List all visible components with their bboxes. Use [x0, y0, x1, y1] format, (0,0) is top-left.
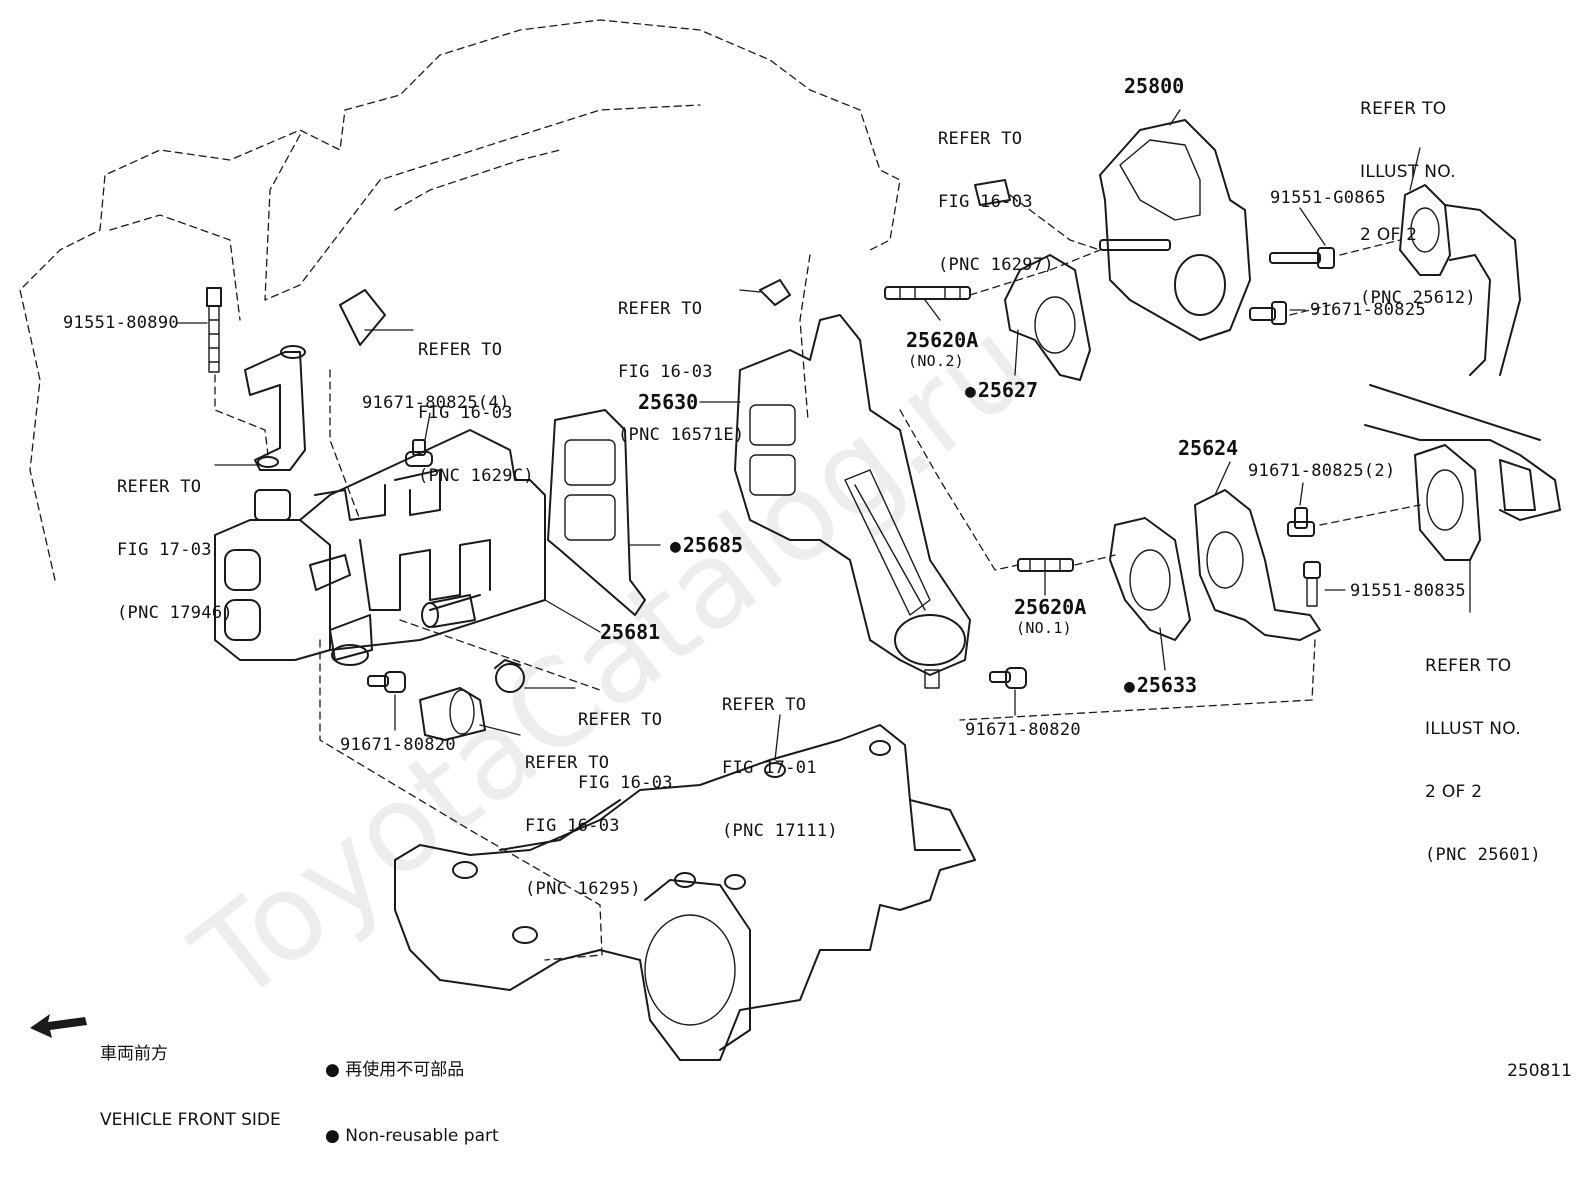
callout-line: REFER TO: [117, 477, 202, 497]
bolt-91551-80890: [206, 287, 222, 373]
tube-16571e: [759, 279, 791, 306]
part-label-25624[interactable]: 25624: [1178, 436, 1239, 460]
callout-25601: REFER TO ILLUST NO. 2 OF 2 (PNC 25601): [1425, 614, 1541, 908]
callout-25612: REFER TO ILLUST NO. 2 OF 2 (PNC 25612): [1360, 57, 1476, 351]
callout-line: REFER TO: [1360, 99, 1447, 119]
assembly-guide-lines: [319, 194, 1421, 961]
callout-line: FIG 16-03: [418, 403, 513, 423]
callout-line: REFER TO: [938, 129, 1023, 149]
egr-pipe-25630: [734, 314, 971, 689]
part-label-91671-80825-2[interactable]: 91671-80825(2): [1248, 461, 1396, 481]
callout-line: ILLUST NO.: [1360, 162, 1456, 182]
part-label-25685[interactable]: 25685: [670, 533, 743, 559]
callout-16295: REFER TO FIG 16-03 (PNC 16295): [525, 711, 641, 942]
front-arrow-icon: [30, 1014, 87, 1038]
part-label-25620a-no1[interactable]: 25620A: [1014, 595, 1087, 619]
legend-direction-en: VEHICLE FRONT SIDE: [100, 1110, 281, 1130]
callout-line: (PNC 17946): [117, 603, 233, 623]
gasket-25633: [1109, 517, 1191, 641]
callout-line: REFER TO: [525, 753, 610, 773]
legend-nonreusable-jp: 再使用不可部品: [345, 1060, 465, 1080]
pipe-flange-25612: [1399, 184, 1521, 376]
bolt-91671-80820-b: [989, 667, 1027, 689]
flange-25624: [1194, 489, 1321, 641]
legend-direction: 車両前方 VEHICLE FRONT SIDE: [100, 999, 281, 1175]
tube-16297: [974, 179, 1011, 206]
engine-block-outline: [19, 19, 901, 581]
gasket-25627: [1004, 254, 1091, 381]
callout-line: FIG 16-03: [938, 192, 1033, 212]
callout-line: (PNC 16571E): [618, 425, 745, 445]
part-label-91551-80835[interactable]: 91551-80835: [1350, 581, 1466, 601]
egr-valve-25800: [1099, 119, 1251, 341]
callout-line: 2 OF 2: [1360, 225, 1418, 245]
callout-17946: REFER TO FIG 17-03 (PNC 17946): [117, 435, 233, 666]
callout-line: (PNC 16297): [938, 255, 1054, 275]
callout-line: (PNC 25601): [1425, 845, 1541, 865]
part-label-91671-80820-right[interactable]: 91671-80820: [965, 720, 1081, 740]
callout-line: REFER TO: [418, 340, 503, 360]
bolt-91671-80825: [1249, 301, 1287, 325]
part-label-25620a-no2[interactable]: 25620A: [906, 328, 979, 352]
part-sublabel-no1: (NO.1): [1016, 619, 1072, 637]
clamp-1603: [494, 659, 525, 693]
legend-nonreusable-en: Non-reusable part: [345, 1126, 499, 1146]
callout-line: (PNC 17111): [722, 821, 838, 841]
callout-line: REFER TO: [1425, 656, 1512, 676]
gasket-25685: [547, 409, 646, 616]
callout-1629c: REFER TO FIG 16-03 (PNC 1629C): [418, 298, 534, 529]
callout-line: FIG 17-01: [722, 758, 817, 778]
callout-line: 2 OF 2: [1425, 782, 1483, 802]
part-label-91671-80820-left[interactable]: 91671-80820: [340, 735, 456, 755]
part-label-25633[interactable]: 25633: [1124, 673, 1197, 699]
stud-25620a-no1: [1017, 558, 1074, 572]
hose-16295: [419, 687, 486, 741]
part-label-91671-80825[interactable]: 91671-80825: [1310, 300, 1426, 320]
parts-diagram: ToyotaCatalog.ru REFER TO FIG 16-03 (PNC…: [0, 0, 1592, 1099]
callout-line: FIG 16-03: [578, 773, 673, 793]
part-label-91671-80825-4[interactable]: 91671-80825(4): [362, 393, 510, 413]
part-label-91551-g0865[interactable]: 91551-G0865: [1270, 188, 1386, 208]
callout-17111: REFER TO FIG 17-01 (PNC 17111): [722, 653, 838, 884]
filled-dot-icon: ●: [325, 1060, 346, 1080]
leader-lines: [176, 109, 1471, 761]
part-label-25800[interactable]: 25800: [1124, 74, 1185, 98]
part-sublabel-no2: (NO.2): [908, 352, 964, 370]
callout-line: FIG 16-03: [618, 362, 713, 382]
callout-line: FIG 16-03: [525, 816, 620, 836]
stud-25620a-no2: [884, 286, 971, 300]
filled-dot-icon: ●: [325, 1126, 346, 1146]
intake-manifold-17111: [394, 724, 976, 1061]
bolt-91551-80835: [1303, 561, 1321, 607]
bolt-91671-80820-a: [367, 671, 406, 693]
hose-1629c: [339, 289, 386, 346]
bolt-91671-80825-4: [405, 439, 433, 467]
legend-direction-jp: 車両前方: [100, 1044, 168, 1064]
exploded-view-drawing: [19, 19, 1561, 1061]
callout-line: ILLUST NO.: [1425, 719, 1521, 739]
callout-line: REFER TO: [578, 710, 663, 730]
part-label-25681[interactable]: 25681: [600, 620, 661, 644]
figure-number: 250811: [1507, 1061, 1572, 1081]
callout-16571e: REFER TO FIG 16-03 (PNC 16571E): [618, 257, 744, 488]
bolt-91551-g0865: [1269, 247, 1335, 269]
part-label-25627[interactable]: 25627: [965, 378, 1038, 404]
callout-line: (PNC 16295): [525, 879, 641, 899]
callout-line: REFER TO: [618, 299, 703, 319]
bracket-17946: [244, 345, 306, 471]
pipe-assembly-25601: [1364, 384, 1561, 561]
callout-line: REFER TO: [722, 695, 807, 715]
bolt-91671-80825-2: [1287, 507, 1315, 537]
part-label-25630[interactable]: 25630: [638, 390, 699, 414]
callout-line: (PNC 1629C): [418, 466, 534, 486]
egr-cooler: [214, 429, 546, 666]
legend-nonreusable: ● 再使用不可部品 ● Non-reusable part: [325, 1015, 499, 1191]
part-label-91551-80890[interactable]: 91551-80890: [63, 313, 179, 333]
callout-1603-clamp: REFER TO FIG 16-03: [578, 668, 673, 836]
callout-line: FIG 17-03: [117, 540, 212, 560]
callout-16297: REFER TO FIG 16-03 (PNC 16297): [938, 87, 1054, 318]
callout-line: (PNC 25612): [1360, 288, 1476, 308]
